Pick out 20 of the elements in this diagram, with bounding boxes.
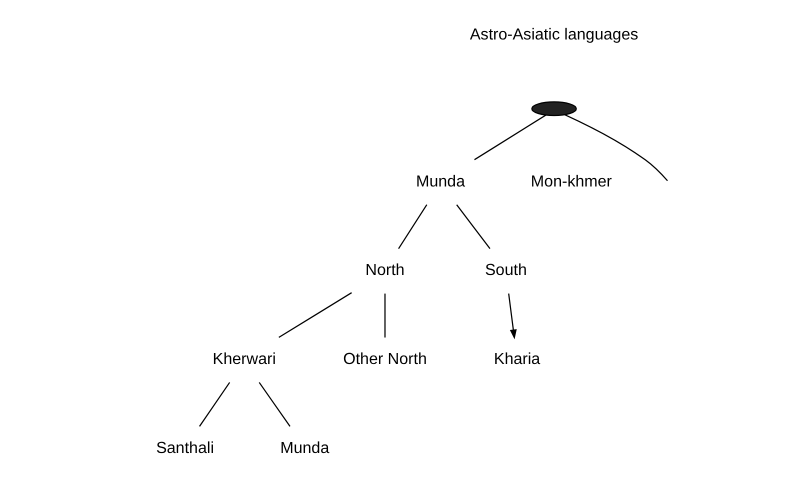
node-text: South [484, 261, 526, 280]
node-text: Munda [416, 172, 465, 190]
arrow [508, 294, 516, 340]
connector [198, 382, 230, 427]
node-text: Mon-khmer [530, 172, 612, 190]
node-text: Kherwari [212, 350, 276, 368]
connector [398, 204, 427, 249]
node-text: Santhali [156, 438, 214, 457]
node-ellipse [530, 101, 576, 116]
connector [258, 382, 290, 427]
node-text: Munda [280, 438, 329, 457]
node-text: Astro-Asiatic languages [469, 25, 638, 44]
connector [564, 114, 668, 182]
node-text: Other North [342, 350, 426, 368]
connector [474, 114, 546, 160]
connector [384, 294, 386, 338]
connector [456, 204, 490, 250]
connector [278, 292, 352, 338]
node-text: North [364, 261, 404, 280]
node-text: Kharia [493, 350, 540, 368]
